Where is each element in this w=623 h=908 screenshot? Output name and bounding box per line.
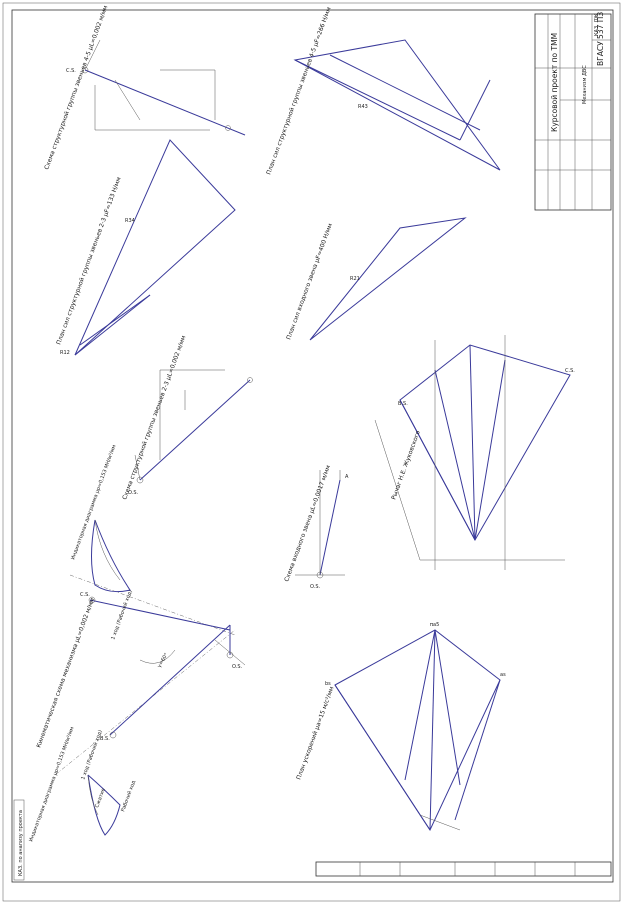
stamp-course-project: Курсовой проект по ТММ <box>550 33 559 132</box>
stroke-2: 1 ход (Рабочий ход) <box>109 589 134 641</box>
forces-45-title: План сил структурной группы звеньев 4-5 … <box>265 6 332 175</box>
group-23-title: Схема структурной группы звеньев 2-3 μL=… <box>121 335 187 501</box>
angle-label: γ=60° <box>157 652 170 669</box>
os-label-input: O.S. <box>310 584 320 590</box>
bs-label-z: B.S. <box>398 401 408 407</box>
stamp-top-box: КАЗ. ЛЖ <box>594 13 600 36</box>
stamp-doc-code: ВГАСУ 537 ПЗ <box>596 12 605 66</box>
input-forces-plan: План сил входного звена μF=400 Н/мм R21 <box>285 217 467 341</box>
os-label: O.S. <box>232 664 242 670</box>
accel-plan: План ускорений μa=15 м/с²/мм πa5 bs as <box>295 622 506 832</box>
indicator-diagrams: Индикаторная диаграмма μp=0,153 МН/м²/мм… <box>28 444 137 843</box>
os-label-23: O.S. <box>128 490 138 496</box>
bottom-strip <box>315 861 612 877</box>
cs-label-top: C.S. <box>66 68 76 74</box>
cs-label: C.S. <box>80 592 90 598</box>
accel-title: План ускорений μa=15 м/с²/мм <box>295 686 335 781</box>
side-note: КАЗ. по анализу проекта <box>18 810 24 876</box>
pi-label: πa5 <box>430 622 439 628</box>
as-label: as <box>500 672 506 678</box>
side-note-box: КАЗ. по анализу проекта <box>13 799 25 881</box>
work-stroke-label: Рабочий ход <box>119 779 137 813</box>
compression-label: Сжатие <box>94 788 107 809</box>
a-label: A <box>345 474 349 480</box>
title-block: Курсовой проект по ТММ ВГАСУ 537 ПЗ Меха… <box>534 12 612 211</box>
forces-45-plan: План сил структурной группы звеньев 4-5 … <box>265 6 501 176</box>
group-45-title: Схема структурной группы звеньев 4-5 μL=… <box>43 5 109 171</box>
input-forces-title: План сил входного звена μF=400 Н/мм <box>285 223 334 341</box>
r34-label: R34 <box>125 218 135 224</box>
bs-label-a: bs <box>325 681 331 687</box>
bs-label: B.S. <box>100 736 110 742</box>
indicator-2-title: Индикаторная диаграмма μp=0,153 МН/м²/мм <box>70 444 117 561</box>
r12-label: R12 <box>60 350 70 356</box>
forces-23-plan: План сил структурной группы звеньев 2-3 … <box>55 139 236 356</box>
zhukovsky-title: Рычаг Н.Е. Жуковского <box>390 429 422 500</box>
zhukovsky-lever: Рычаг Н.Е. Жуковского B.S. C.S. <box>374 335 575 570</box>
cs-label-z: C.S. <box>565 368 575 374</box>
r43-label: R43 <box>358 104 368 110</box>
group-45-scheme: Схема структурной группы звеньев 4-5 μL=… <box>43 5 246 171</box>
kinematic-title: Кинематическая схема механизма μL=0,002 … <box>35 597 96 749</box>
stamp-mechanism: Механизм ДВС <box>582 65 588 104</box>
inner-frame <box>11 9 614 883</box>
forces-23-title: План сил структурной группы звеньев 2-3 … <box>55 176 122 345</box>
input-link-scheme: Схема входного звена μL=0,0017 м/мм O.S.… <box>283 464 349 590</box>
r21-label: R21 <box>350 276 360 282</box>
input-link-title: Схема входного звена μL=0,0017 м/мм <box>283 464 332 582</box>
group-23-scheme: Схема структурной группы звеньев 2-3 μL=… <box>121 335 253 501</box>
